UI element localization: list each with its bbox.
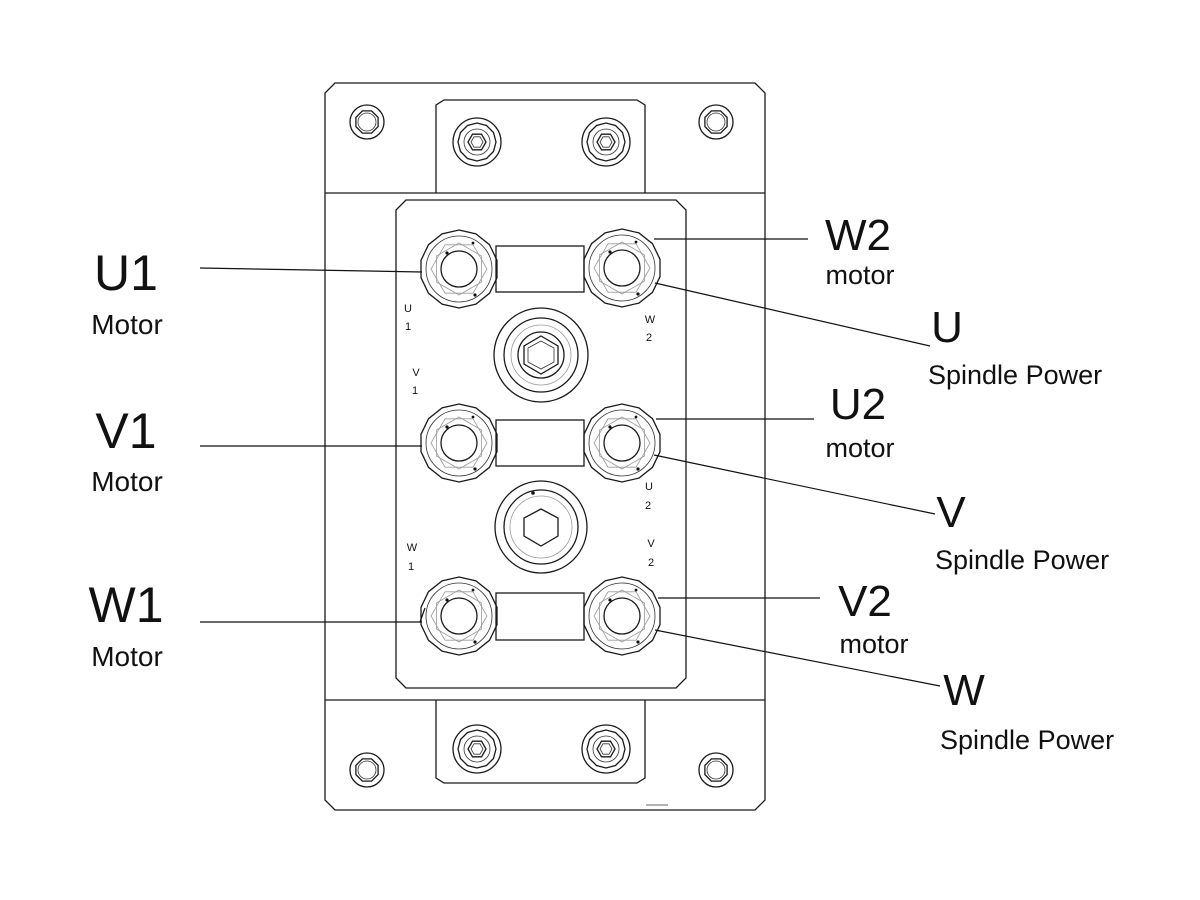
- terminal-links: [495, 245, 585, 641]
- hex-bolt: [581, 117, 631, 167]
- terminal-w2: [583, 228, 661, 308]
- label-v-name: V: [936, 488, 966, 537]
- label-v1-sub: Motor: [91, 466, 163, 497]
- mark-w2-num: 2: [646, 332, 652, 344]
- terminal-markings: U 1 W 2 V 1 U 2 W 1 V 2: [404, 303, 656, 573]
- label-u2: U2 motor: [825, 380, 894, 463]
- leader-w: [654, 629, 941, 687]
- mark-w2-letter: W: [645, 314, 656, 326]
- label-u-sub: Spindle Power: [928, 360, 1102, 390]
- mark-v2-letter: V: [647, 538, 655, 550]
- label-w2: W2 motor: [825, 211, 895, 290]
- leader-w1-tick: [419, 607, 426, 623]
- mark-v1-letter: V: [412, 367, 420, 379]
- mark-w1-num: 1: [408, 561, 414, 573]
- label-w-spindle: W Spindle Power: [940, 666, 1114, 755]
- corner-bolt: [698, 104, 734, 140]
- label-u1-name: U1: [94, 245, 158, 301]
- mark-u1-num: 1: [405, 321, 411, 333]
- label-w2-name: W2: [825, 211, 891, 260]
- leader-u1: [199, 267, 423, 273]
- corner-bolt: [349, 752, 385, 788]
- mark-v2-num: 2: [648, 557, 654, 569]
- label-w1-sub: Motor: [91, 641, 163, 672]
- label-u2-sub: motor: [825, 433, 894, 463]
- label-u-name: U: [931, 303, 963, 352]
- label-v2-sub: motor: [839, 629, 908, 659]
- leader-u: [654, 282, 931, 347]
- hex-bolts: [452, 117, 631, 774]
- mark-u1-letter: U: [404, 303, 412, 315]
- label-w-name: W: [943, 666, 985, 715]
- housing: [324, 82, 766, 811]
- terminal-w1: [420, 576, 498, 656]
- corner-bolts: [349, 104, 734, 788]
- terminals: [420, 228, 661, 656]
- terminal-v2: [583, 576, 661, 656]
- corner-bolt: [698, 752, 734, 788]
- label-w-sub: Spindle Power: [940, 725, 1114, 755]
- ground-stud-top: [493, 307, 589, 403]
- hex-bolt: [581, 724, 631, 774]
- terminal-u2: [583, 403, 661, 483]
- label-w1: W1 Motor: [89, 577, 164, 672]
- label-w1-name: W1: [89, 577, 164, 633]
- terminal-u1: [420, 229, 498, 309]
- label-v1: V1 Motor: [91, 403, 163, 497]
- leader-v: [653, 454, 936, 515]
- leader-lines: [199, 238, 941, 687]
- label-v2: V2 motor: [838, 577, 908, 659]
- label-v1-name: V1: [95, 403, 156, 459]
- hex-bolt: [452, 117, 502, 167]
- corner-bolt: [349, 104, 385, 140]
- mark-u2-num: 2: [645, 500, 651, 512]
- mark-w1-letter: W: [407, 542, 418, 554]
- label-u2-name: U2: [830, 380, 886, 429]
- label-u-spindle: U Spindle Power: [928, 303, 1102, 390]
- terminal-v1: [420, 403, 498, 483]
- label-v-sub: Spindle Power: [935, 545, 1109, 575]
- label-u1: U1 Motor: [91, 245, 163, 340]
- mark-u2-letter: U: [645, 481, 653, 493]
- label-v2-name: V2: [838, 577, 892, 626]
- mark-v1-num: 1: [412, 385, 418, 397]
- hex-bolt: [452, 724, 502, 774]
- label-v-spindle: V Spindle Power: [935, 488, 1109, 575]
- label-w2-sub: motor: [825, 260, 894, 290]
- ground-stud-bottom: [494, 480, 588, 574]
- label-u1-sub: Motor: [91, 309, 163, 340]
